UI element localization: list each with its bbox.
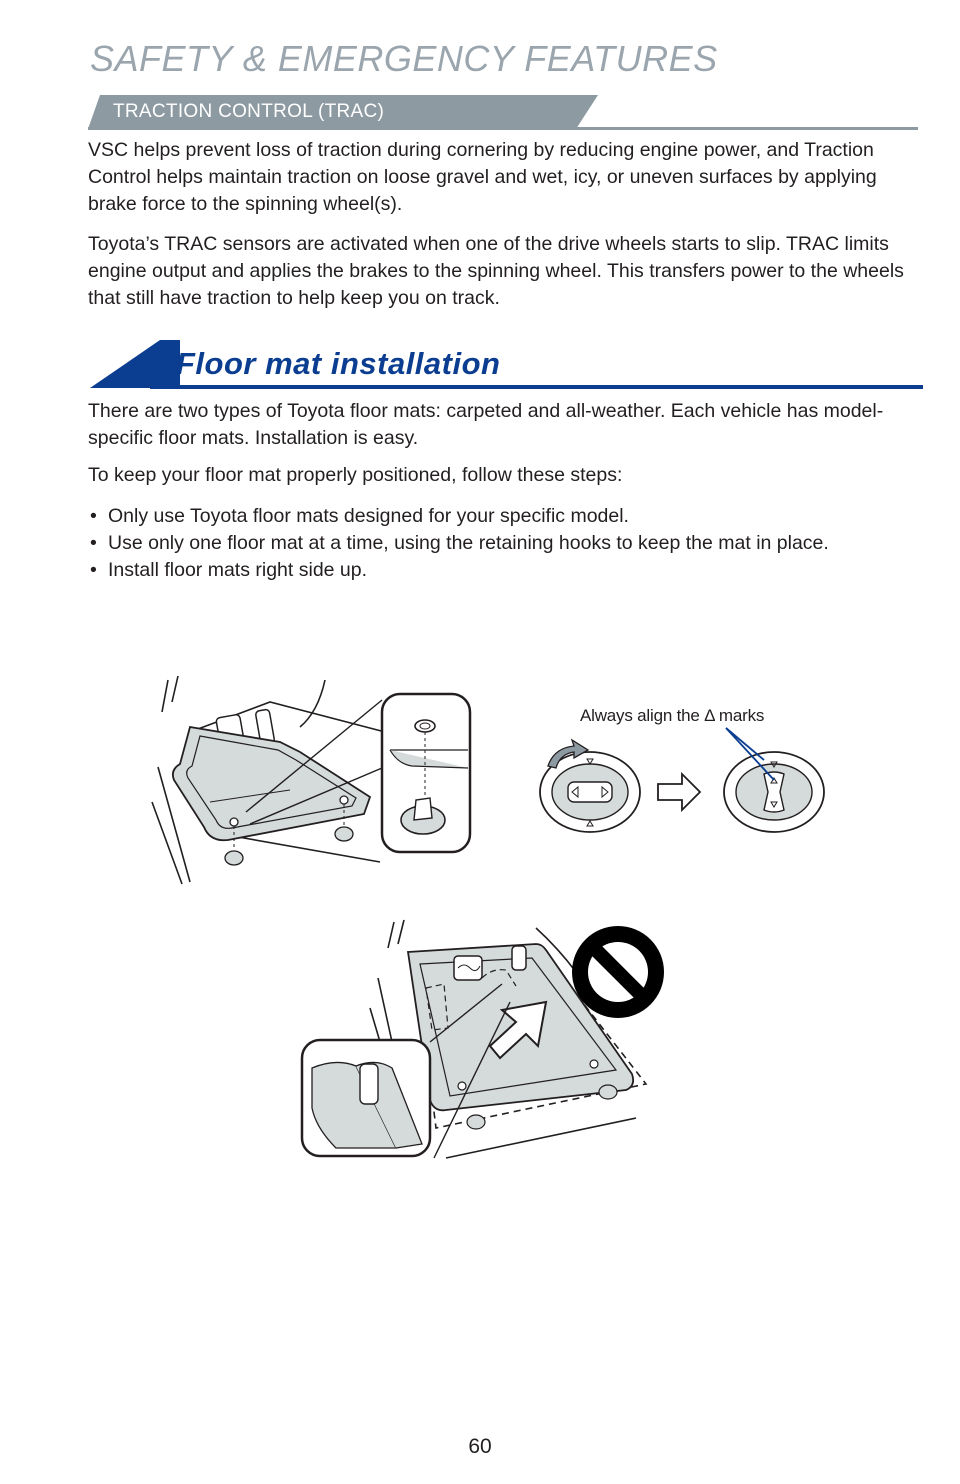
prohibited-icon bbox=[572, 926, 664, 1018]
heading-rule bbox=[150, 385, 923, 389]
section-title: SAFETY & EMERGENCY FEATURES bbox=[90, 38, 718, 79]
list-item: Only use Toyota floor mats designed for … bbox=[90, 503, 910, 530]
align-marks-caption: Always align the Δ marks bbox=[580, 706, 765, 725]
page-number: 60 bbox=[468, 1435, 492, 1458]
retainer-clip-rotate-illustration bbox=[539, 727, 825, 833]
floor-mat-heading: Floor mat installation bbox=[176, 346, 501, 381]
double-mat-warning-illustration bbox=[300, 919, 648, 1159]
floor-mat-hooks-illustration bbox=[151, 675, 472, 885]
floor-mat-paragraph-2: To keep your floor mat properly position… bbox=[88, 464, 623, 486]
list-item: Install floor mats right side up. bbox=[90, 557, 910, 584]
subsection-band bbox=[88, 95, 598, 129]
trac-paragraph-2: Toyota’s TRAC sensors are activated when… bbox=[88, 233, 904, 309]
subsection-label: TRACTION CONTROL (TRAC) bbox=[113, 101, 385, 122]
heading-tab bbox=[90, 340, 180, 388]
floor-mat-paragraph-1: There are two types of Toyota floor mats… bbox=[88, 400, 884, 449]
floor-mat-steps: Only use Toyota floor mats designed for … bbox=[90, 503, 910, 584]
subsection-rule bbox=[88, 127, 918, 130]
trac-paragraph-1: VSC helps prevent loss of traction durin… bbox=[88, 139, 877, 215]
list-item: Use only one floor mat at a time, using … bbox=[90, 530, 910, 557]
